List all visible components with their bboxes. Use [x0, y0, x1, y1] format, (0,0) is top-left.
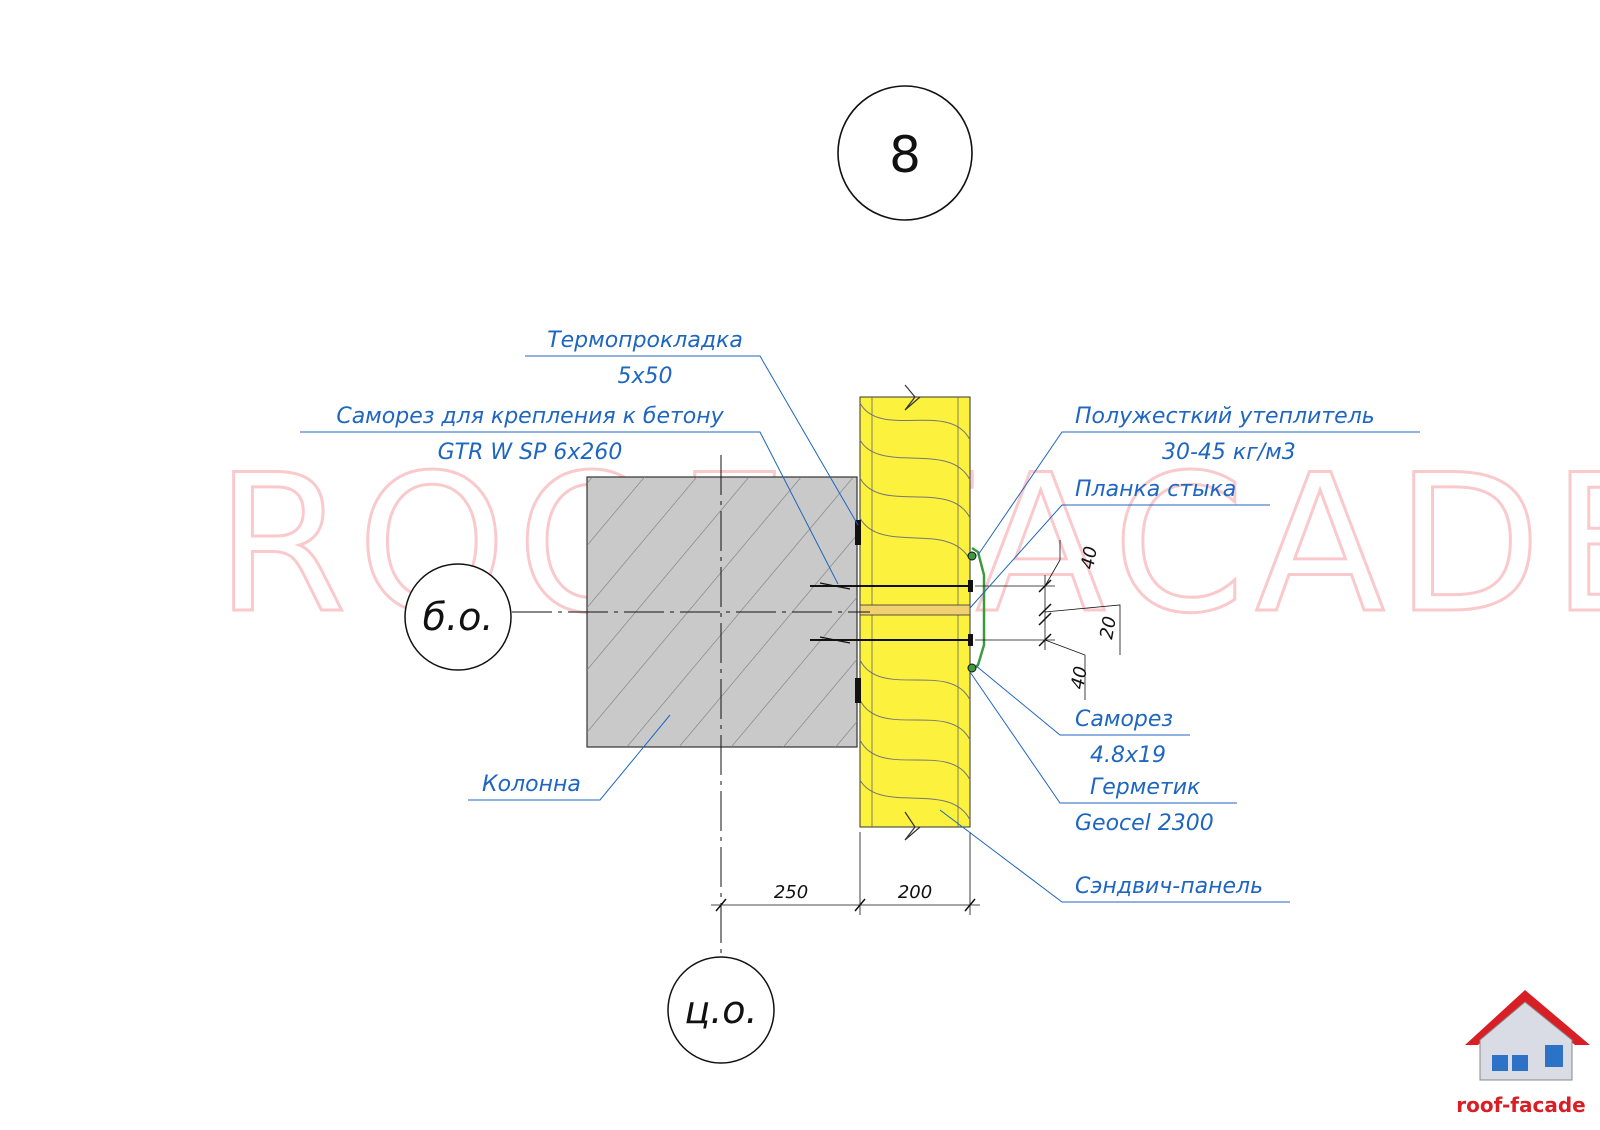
- strip-screw-upper: [967, 551, 977, 561]
- dimension-column-depth: 250: [774, 882, 808, 903]
- label-thermal-pad: Термопрокладка: [547, 328, 743, 353]
- dimension-lower-offset: 40: [1067, 665, 1092, 691]
- joint-strip: [971, 546, 986, 671]
- label-screw-size: 4.8x19: [1090, 743, 1166, 768]
- axis-label-co: ц.о.: [684, 988, 757, 1032]
- axis-label-bo: б.о.: [423, 595, 494, 639]
- concrete-screws: [810, 580, 973, 646]
- label-thermal-pad-size: 5x50: [617, 364, 672, 389]
- roof-facade-logo: roof-facade: [1456, 990, 1590, 1117]
- label-sandwich-panel: Сэндвич-панель: [1075, 874, 1263, 899]
- label-insulation: Полужесткий утеплитель: [1075, 404, 1375, 429]
- label-insulation-density: 30-45 кг/м3: [1162, 440, 1296, 465]
- axis-marker-horizontal: б.о.: [404, 563, 512, 671]
- sandwich-panel: [859, 384, 971, 841]
- right-dimension-chain: [975, 540, 1121, 700]
- detail-number-marker: 8: [837, 85, 973, 221]
- label-concrete-screw-spec: GTR W SP 6x260: [438, 440, 623, 465]
- detail-number: 8: [889, 126, 921, 184]
- label-screw: Саморез: [1075, 707, 1173, 732]
- strip-screw-lower: [967, 663, 977, 673]
- thermal-pad-upper: [855, 520, 861, 545]
- axis-lines: [512, 455, 870, 955]
- axis-marker-vertical: ц.о.: [667, 956, 775, 1064]
- thermal-pad-lower: [855, 678, 861, 703]
- dimension-upper-offset: 40: [1077, 545, 1102, 571]
- label-joint-strip: Планка стыка: [1075, 477, 1236, 502]
- dimension-gap: 20: [1096, 615, 1121, 641]
- label-sealant: Герметик: [1090, 775, 1201, 800]
- dimension-panel-thickness: 200: [898, 882, 932, 903]
- bottom-dimension-chain: [711, 832, 980, 915]
- label-sealant-brand: Geocel 2300: [1075, 811, 1214, 836]
- leader-lines: [300, 355, 1420, 903]
- label-column: Колонна: [482, 772, 581, 797]
- label-concrete-screw: Саморез для крепления к бетону: [336, 404, 724, 429]
- logo-text: roof-facade: [1456, 1093, 1585, 1117]
